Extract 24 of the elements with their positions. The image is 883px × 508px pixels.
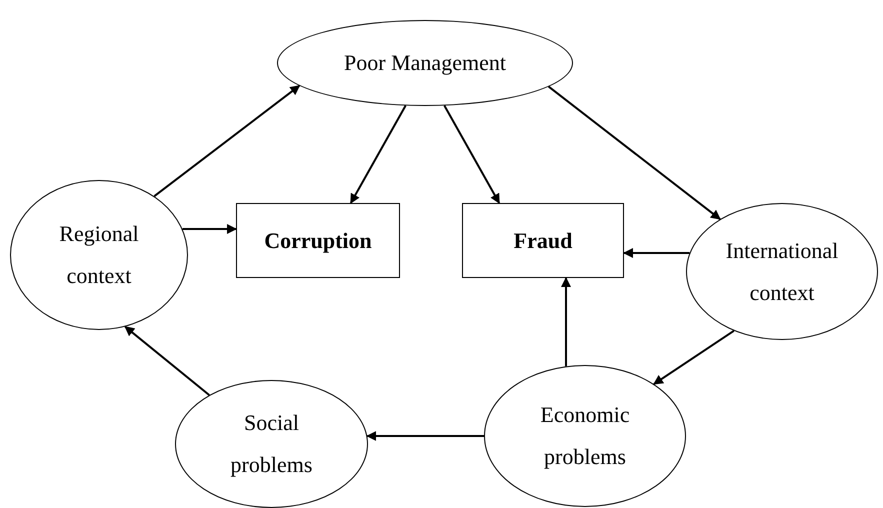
arrow xyxy=(350,105,406,204)
process-box xyxy=(236,203,400,278)
arrow xyxy=(623,248,690,258)
process-box xyxy=(462,203,624,278)
node-label: Regional context xyxy=(58,220,140,290)
arrow xyxy=(653,330,734,385)
arrow xyxy=(561,277,571,366)
arrow xyxy=(548,86,721,220)
arrow xyxy=(124,326,210,396)
node-label: Fraud xyxy=(514,226,572,255)
arrow xyxy=(444,105,500,204)
ellipse-node xyxy=(277,20,573,106)
node-label: Poor Management xyxy=(344,49,506,78)
ellipse-node xyxy=(686,203,878,340)
ellipse-node xyxy=(484,365,686,507)
ellipse-node xyxy=(10,180,188,330)
ellipse-node xyxy=(175,380,368,508)
arrow xyxy=(366,431,484,441)
arrow xyxy=(154,84,300,197)
node-label: Corruption xyxy=(264,226,372,255)
node-label: Economic problems xyxy=(539,401,631,471)
node-label: International context xyxy=(724,236,840,306)
node-label: Social problems xyxy=(230,409,314,479)
arrow xyxy=(182,224,237,234)
